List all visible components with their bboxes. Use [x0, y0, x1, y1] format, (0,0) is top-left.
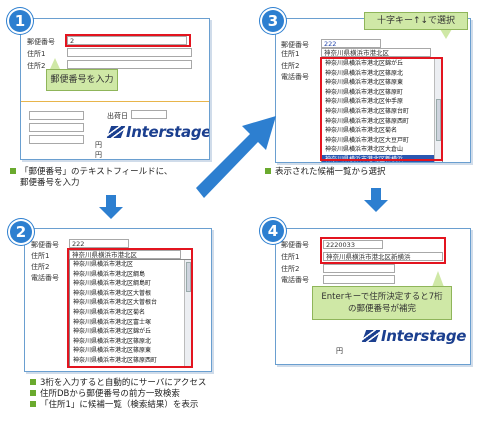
label-address2: 住所2 [31, 263, 50, 271]
arrow-down-step1-to-2 [106, 195, 116, 208]
yen-label-2: 円 [95, 151, 102, 159]
date-input[interactable] [131, 110, 167, 119]
yen-label-1: 円 [95, 141, 102, 149]
label-postal-code: 郵便番号 [281, 241, 309, 249]
callout-pointer [50, 58, 60, 69]
address1-input[interactable]: 神奈川県横浜市港北区 [69, 250, 181, 259]
caption-line: 3桁を入力すると自動的にサーバにアクセス [30, 378, 206, 389]
candidate-item[interactable]: 神奈川県横浜市港北区大曽根 [73, 289, 152, 297]
callout-text: 十字キー↑↓で選択 [376, 16, 456, 26]
label-phone: 電話番号 [31, 274, 59, 282]
step-number-2: 2 [10, 221, 32, 243]
candidate-list-highlight [320, 57, 443, 161]
address1-input[interactable]: 神奈川県横浜市港北区新横浜 [323, 252, 443, 261]
scrollbar-thumb[interactable] [186, 262, 191, 292]
step-number-4: 4 [262, 220, 284, 242]
candidate-item[interactable]: 神奈川県横浜市港北区 [73, 261, 134, 268]
candidate-list-highlight [67, 248, 193, 368]
postal-code-input[interactable]: 222 [321, 39, 381, 48]
callout-arrow-keys: 十字キー↑↓で選択 [364, 12, 468, 30]
scrollbar[interactable] [184, 260, 192, 366]
candidate-item[interactable]: 神奈川県横浜市港北区大倉山 [325, 146, 404, 154]
address2-input[interactable] [323, 264, 395, 273]
candidate-item[interactable]: 神奈川県横浜市港北区篠原北 [73, 337, 152, 345]
arrow-down-step3-to-4-head [364, 200, 388, 212]
label-address1: 住所1 [27, 50, 46, 58]
candidate-item[interactable]: 神奈川県横浜市港北区菊名 [73, 308, 146, 316]
candidate-item[interactable]: 神奈川県横浜市港北区新横浜 [322, 154, 442, 162]
label-postal-code: 郵便番号 [27, 38, 55, 46]
candidate-item[interactable]: 神奈川県横浜市港北区富士塚 [73, 318, 152, 326]
label-phone: 電話番号 [281, 276, 309, 284]
candidate-item[interactable]: 神奈川県横浜市港北区篠原台町 [325, 107, 410, 115]
candidate-list[interactable]: 神奈川県横浜市港北区神奈川県横浜市港北区綱島神奈川県横浜市港北区綱島町神奈川県横… [69, 259, 193, 367]
candidate-item[interactable]: 神奈川県横浜市港北区仲手原 [325, 98, 404, 106]
date-label: 出荷日 [107, 112, 128, 120]
caption-line: 住所DBから郵便番号の前方一致検索 [30, 389, 206, 400]
arrow-down-step3-to-4 [371, 188, 381, 201]
label-address2: 住所2 [27, 62, 46, 70]
scrollbar-thumb[interactable] [436, 99, 441, 141]
caption-step3: 表示された候補一覧から選択 [265, 167, 386, 178]
label-address1: 住所1 [281, 50, 300, 58]
postal-code-highlight [65, 34, 191, 47]
label-phone: 電話番号 [281, 73, 309, 81]
label-postal-code: 郵便番号 [31, 241, 59, 249]
postal-code-input[interactable]: 2 [67, 36, 187, 45]
candidate-item[interactable]: 神奈川県横浜市港北区大曽根台 [73, 299, 158, 307]
candidate-item[interactable]: 神奈川県横浜市港北区錦が丘 [73, 328, 152, 336]
yen-label: 円 [336, 347, 343, 355]
interstage-logo: Interstage [106, 123, 209, 141]
caption-step2: 3桁を入力すると自動的にサーバにアクセス 住所DBから郵便番号の前方一致検索 「… [30, 378, 206, 411]
step-number-1: 1 [9, 10, 31, 32]
caption-step1: 「郵便番号」のテキストフィールドに、 郵便番号を入力 [10, 167, 172, 189]
callout-enter-key: Enterキーで住所決定すると7桁の郵便番号が補完 [312, 286, 452, 320]
candidate-item[interactable]: 神奈川県横浜市港北区大豆戸町 [325, 136, 410, 144]
field-row-2[interactable] [29, 123, 84, 132]
step3-screen: 郵便番号 住所1 住所2 電話番号 222 神奈川県横浜市港北区 神奈川県横浜市… [275, 18, 471, 163]
label-address2: 住所2 [281, 265, 300, 273]
label-address1: 住所1 [281, 253, 300, 261]
interstage-logo: Interstage [361, 327, 466, 345]
step2-screen: 郵便番号 住所1 住所2 電話番号 222 神奈川県横浜市港北区 神奈川県横浜市… [24, 228, 212, 372]
step-number-3: 3 [262, 10, 284, 32]
divider [21, 101, 209, 102]
postal-code-input[interactable]: 2220033 [323, 240, 383, 249]
postal-code-input[interactable]: 222 [69, 239, 129, 248]
caption-line: 「住所1」に候補一覧（検索結果）を表示 [30, 400, 206, 411]
candidate-item[interactable]: 神奈川県横浜市港北区綱島 [73, 270, 146, 278]
callout-pointer [440, 29, 452, 39]
candidate-item[interactable]: 神奈川県横浜市港北区篠原町 [325, 88, 404, 96]
scrollbar[interactable] [434, 59, 442, 162]
candidate-item[interactable]: 神奈川県横浜市港北区錦が丘 [325, 60, 404, 67]
address2-input[interactable] [67, 60, 192, 69]
result-highlight [320, 237, 446, 264]
candidate-item[interactable]: 神奈川県横浜市港北区篠原西町 [73, 356, 158, 364]
callout-text: Enterキーで住所決定すると7桁の郵便番号が補完 [321, 292, 443, 314]
field-row-1[interactable] [29, 111, 84, 120]
callout-enter-postal: 郵便番号を入力 [46, 69, 118, 91]
label-address1: 住所1 [31, 252, 50, 260]
address1-input[interactable]: 神奈川県横浜市港北区 [321, 48, 431, 57]
arrow-diagonal-step2-to-3 [196, 116, 276, 198]
candidate-item[interactable]: 神奈川県横浜市港北区篠原西町 [325, 117, 410, 125]
address1-input[interactable] [67, 48, 192, 57]
candidate-item[interactable]: 神奈川県横浜市港北区篠原東 [73, 347, 152, 355]
candidate-item[interactable]: 神奈川県横浜市港北区菊名 [325, 127, 398, 135]
field-row-3[interactable] [29, 135, 84, 144]
phone-input[interactable] [323, 275, 395, 284]
arrow-down-step1-to-2-head [99, 207, 123, 219]
label-address2: 住所2 [281, 62, 300, 70]
callout-pointer [432, 271, 444, 287]
candidate-item[interactable]: 神奈川県横浜市港北区綱島町 [73, 280, 152, 288]
candidate-item[interactable]: 神奈川県横浜市港北区篠原北 [325, 69, 404, 77]
candidate-list[interactable]: 神奈川県横浜市港北区錦が丘神奈川県横浜市港北区篠原北神奈川県横浜市港北区篠原東神… [321, 58, 443, 162]
candidate-item[interactable]: 神奈川県横浜市港北区篠原東 [325, 79, 404, 87]
label-postal-code: 郵便番号 [281, 41, 309, 49]
callout-text: 郵便番号を入力 [50, 75, 114, 85]
